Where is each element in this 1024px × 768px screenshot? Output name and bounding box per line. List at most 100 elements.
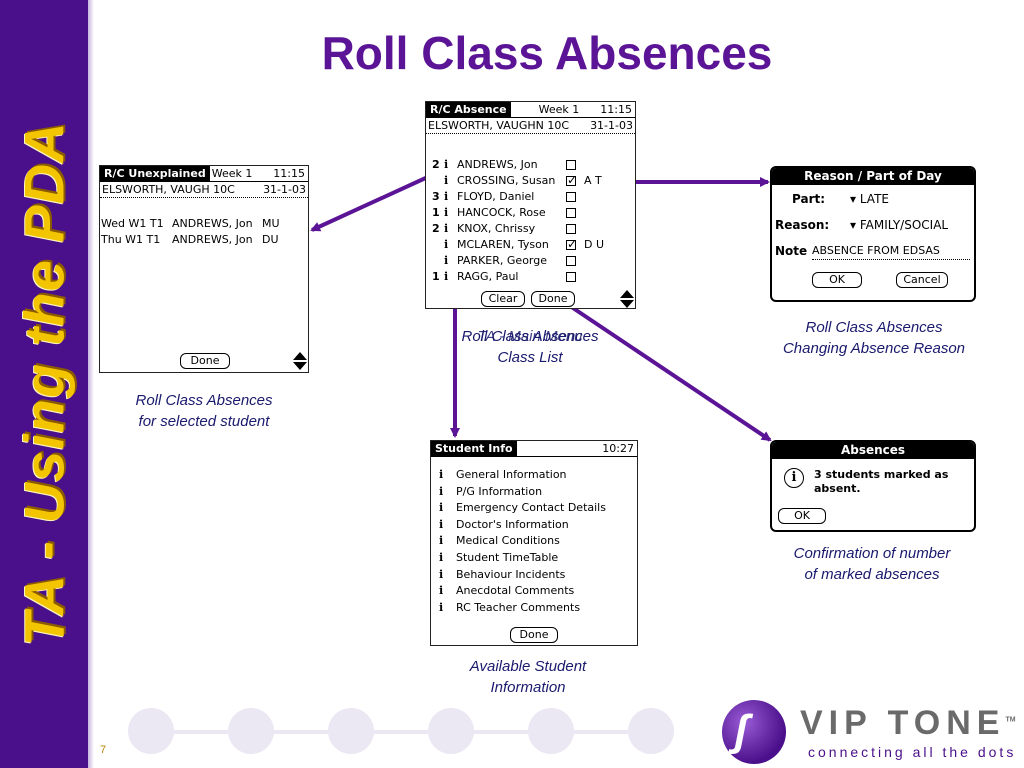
confirm-message: 3 students marked as absent. xyxy=(814,468,948,496)
dot xyxy=(428,708,474,754)
absence-tab[interactable]: R/C Absence xyxy=(426,101,511,118)
caption-line: Changing Absence Reason xyxy=(782,340,966,357)
reason-select[interactable]: ▾ FAMILY/SOCIAL xyxy=(850,217,948,233)
row-name: ANDREWS, Jon xyxy=(172,233,253,246)
unexplained-row[interactable]: Wed W1 T1 ANDREWS, Jon MU xyxy=(100,216,308,232)
info-icon[interactable]: i xyxy=(444,238,449,251)
scroll-arrows-icon[interactable] xyxy=(293,352,307,370)
info-icon[interactable]: i xyxy=(444,222,449,235)
unexplained-student: ELSWORTH, VAUGH 10C xyxy=(102,183,235,196)
note-field[interactable]: ABSENCE FROM EDSAS xyxy=(812,243,970,260)
logo-mark-icon: ʃ xyxy=(722,700,786,764)
absent-checkbox[interactable] xyxy=(566,272,576,282)
absent-checkbox[interactable] xyxy=(566,160,576,170)
caption-line: for selected student xyxy=(138,413,270,430)
confirm-ok-button[interactable]: OK xyxy=(778,508,826,524)
studentinfo-item-label: Student TimeTable xyxy=(456,550,559,564)
dot xyxy=(228,708,274,754)
absent-checkbox[interactable] xyxy=(566,208,576,218)
reason-title: Reason / Part of Day xyxy=(772,168,974,185)
confirm-message-line: absent. xyxy=(814,482,861,495)
absence-student-line: ELSWORTH, VAUGHN 10C 31-1-03 xyxy=(426,118,635,134)
studentinfo-item-label: General Information xyxy=(456,468,567,481)
studentinfo-tab[interactable]: Student Info xyxy=(431,440,517,457)
page-title-text: Roll Class Absences xyxy=(321,27,773,79)
caption-line: Confirmation of number xyxy=(793,545,951,562)
reason-value: FAMILY/SOCIAL xyxy=(859,218,949,232)
row-name: ANDREWS, Jon xyxy=(172,217,253,230)
info-icon: i xyxy=(439,600,444,614)
absence-count: 1 xyxy=(432,270,440,283)
info-icon[interactable]: i xyxy=(444,254,449,267)
reason-ok-button[interactable]: OK xyxy=(812,272,862,288)
reason-caption: Roll Class Absences Changing Absence Rea… xyxy=(760,317,988,359)
absent-checkbox[interactable] xyxy=(566,224,576,234)
unexplained-tab[interactable]: R/C Unexplained xyxy=(100,165,210,182)
absence-code: D U xyxy=(584,238,605,251)
absence-caption: TA - Main Menu Roll Class Absences Class… xyxy=(440,326,620,368)
info-icon[interactable]: i xyxy=(444,158,449,171)
dot xyxy=(128,708,174,754)
dropdown-triangle-icon: ▾ xyxy=(850,192,860,206)
unexplained-row[interactable]: Thu W1 T1 ANDREWS, Jon DU xyxy=(100,232,308,248)
studentinfo-item-label: Medical Conditions xyxy=(456,534,560,548)
part-select[interactable]: ▾ LATE xyxy=(850,191,889,207)
clear-button[interactable]: Clear xyxy=(481,291,525,307)
scroll-arrows-icon[interactable] xyxy=(620,290,634,308)
unexplained-week: Week 1 xyxy=(211,167,253,180)
dropdown-triangle-icon: ▾ xyxy=(850,218,860,232)
info-icon[interactable]: i xyxy=(444,190,449,203)
reason-cancel-button[interactable]: Cancel xyxy=(896,272,948,288)
reason-label: Reason: xyxy=(775,218,830,232)
info-bubble-icon: i xyxy=(784,468,804,488)
info-icon[interactable]: i xyxy=(444,206,449,219)
unexplained-screen: R/C Unexplained Week 1 11:15 ELSWORTH, V… xyxy=(99,165,309,373)
absent-checkbox[interactable] xyxy=(566,192,576,202)
absence-name: RAGG, Paul xyxy=(457,270,519,283)
confirm-caption: Confirmation of number of marked absence… xyxy=(760,543,984,585)
logo-tm: TM xyxy=(1005,716,1016,724)
info-icon[interactable]: i xyxy=(444,174,449,187)
unexplained-done-button[interactable]: Done xyxy=(180,353,230,369)
vip-tone-logo: ʃ VIP TONETM connecting all the dots xyxy=(722,700,1018,764)
page-title: Roll Class Absences xyxy=(90,26,1024,80)
absence-count: 1 xyxy=(432,206,440,219)
absence-name: FLOYD, Daniel xyxy=(457,190,535,203)
absence-count: 2 xyxy=(432,158,440,171)
absent-checkbox[interactable] xyxy=(566,236,577,252)
studentinfo-item-label: Emergency Contact Details xyxy=(456,501,606,515)
caption-line: Information xyxy=(490,679,566,696)
absent-checkbox[interactable] xyxy=(566,172,577,188)
studentinfo-time: 10:27 xyxy=(602,442,634,455)
logo-tagline: connecting all the dots xyxy=(808,744,1017,760)
studentinfo-done-button[interactable]: Done xyxy=(510,627,558,643)
row-day: Wed W1 T1 xyxy=(101,217,164,230)
dot xyxy=(328,708,374,754)
info-icon[interactable]: i xyxy=(444,270,449,283)
absence-done-button[interactable]: Done xyxy=(531,291,575,307)
absent-checkbox[interactable] xyxy=(566,256,576,266)
caption-overlap: TA - Main Menu xyxy=(477,328,583,345)
arrow-to-confirm xyxy=(568,304,772,442)
logo-brand: VIP TONETM xyxy=(800,704,1016,743)
